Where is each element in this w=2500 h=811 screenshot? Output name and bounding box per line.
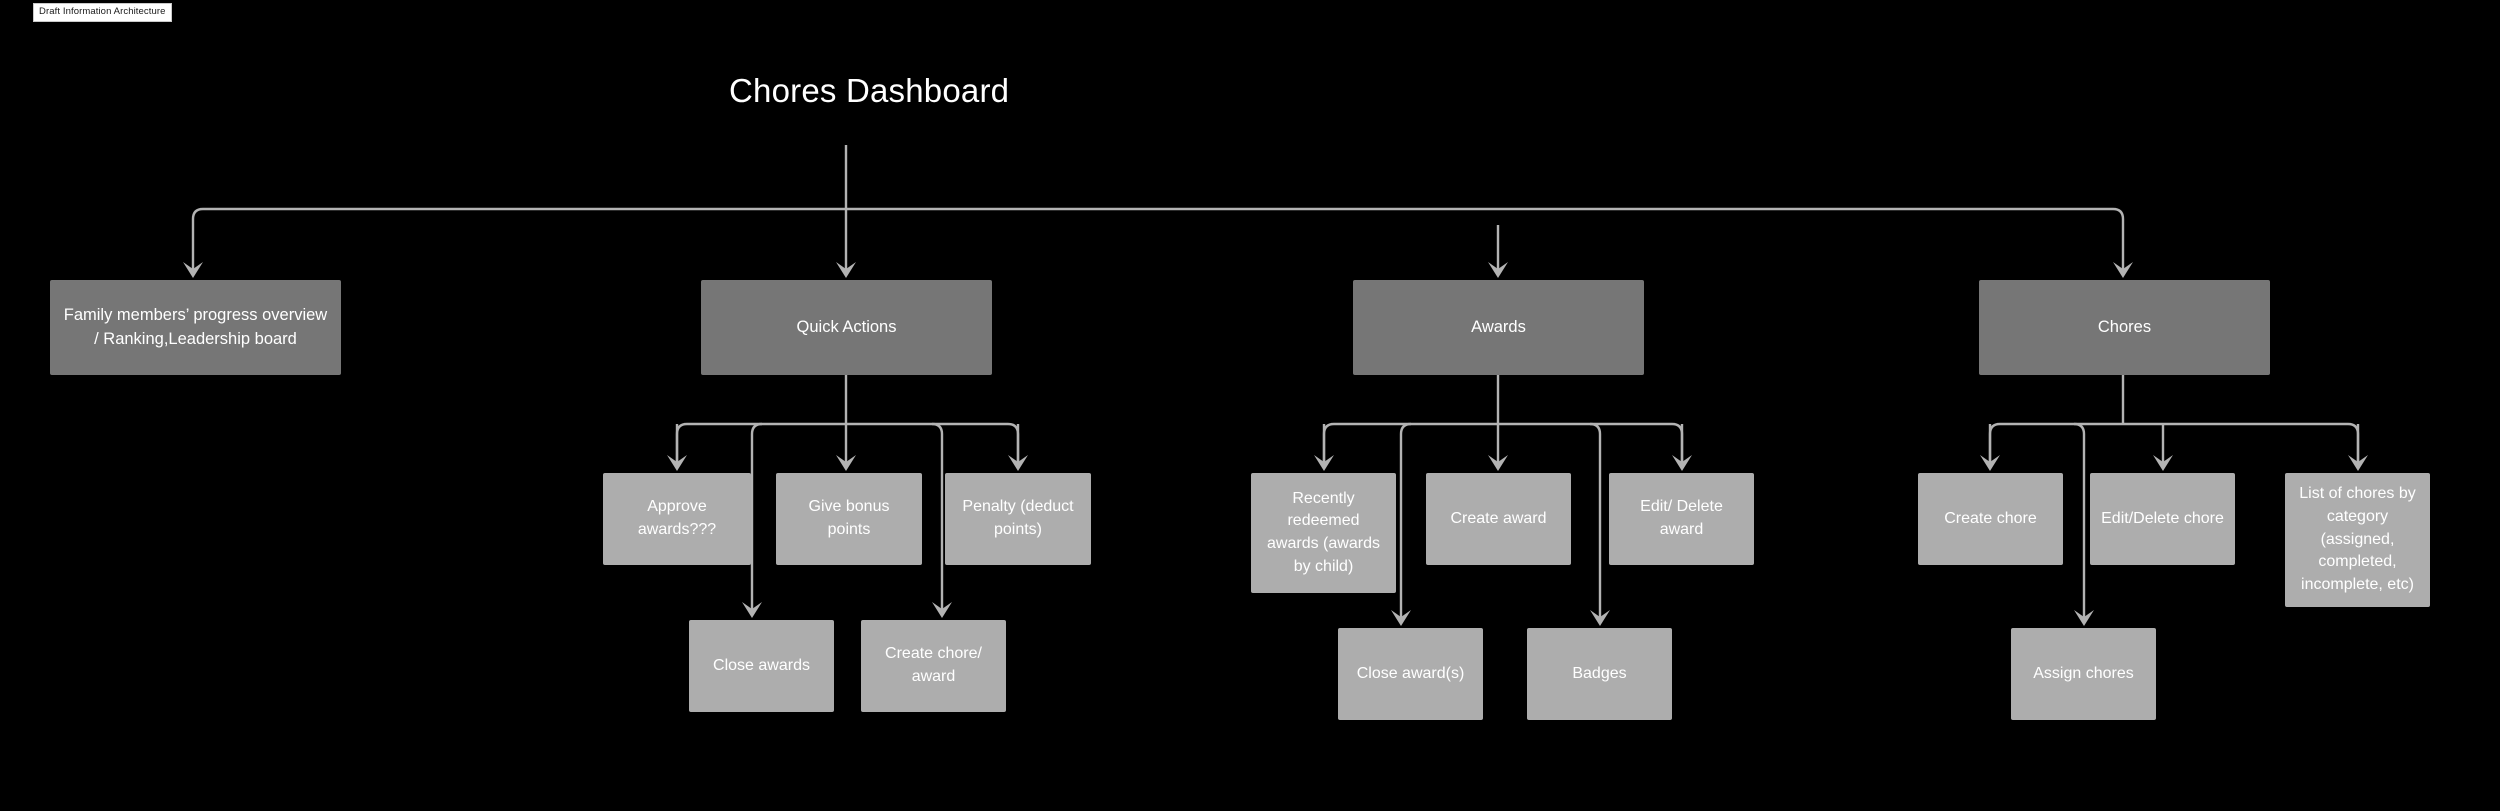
- node-label: Close award(s): [1356, 664, 1465, 682]
- connector-quick-actions-bus: [675, 422, 1020, 465]
- node-create-chore[interactable]: Create chore: [1918, 473, 2063, 565]
- node-label: Create chore: [1944, 509, 2037, 527]
- node-create-award[interactable]: Create award: [1426, 473, 1571, 565]
- node-label: Chores: [2097, 317, 2152, 336]
- connector-ch-branch-assign: [2073, 422, 2086, 620]
- node-assign-chores[interactable]: Assign chores: [2011, 628, 2156, 720]
- node-close-awards[interactable]: Close awards: [689, 620, 834, 712]
- node-close-award-s[interactable]: Close award(s): [1338, 628, 1483, 720]
- node-label: Badges: [1572, 664, 1627, 682]
- node-label: Penalty (deduct points): [962, 498, 1074, 538]
- node-recently-redeemed-awards[interactable]: Recently redeemed awards (awards by chil…: [1251, 473, 1396, 593]
- node-list-of-chores-by-category[interactable]: List of chores by category (assigned, co…: [2285, 473, 2430, 607]
- node-quick-actions[interactable]: Quick Actions: [701, 280, 992, 375]
- node-give-bonus-points[interactable]: Give bonus points: [776, 473, 922, 565]
- node-chores[interactable]: Chores: [1979, 280, 2270, 375]
- connector-qa-branch-close-awards: [750, 422, 763, 612]
- node-label: Give bonus points: [808, 498, 890, 538]
- connector-chores-bus: [1988, 422, 2360, 465]
- node-edit-delete-chore[interactable]: Edit/Delete chore: [2090, 473, 2235, 565]
- node-create-chore-award[interactable]: Create chore/ award: [861, 620, 1006, 712]
- node-label: Edit/Delete chore: [2101, 509, 2224, 527]
- node-family-progress[interactable]: Family members’ progress overview / Rank…: [50, 280, 341, 375]
- node-edit-delete-award[interactable]: Edit/ Delete award: [1609, 473, 1754, 565]
- connector-qa-branch-create-chore-award: [931, 422, 944, 612]
- node-label: Create chore/ award: [885, 645, 982, 685]
- node-label: Awards: [1471, 317, 1526, 336]
- node-approve-awards[interactable]: Approve awards???: [603, 473, 751, 565]
- page-title: Chores Dashboard: [729, 72, 1010, 109]
- node-penalty-deduct-points[interactable]: Penalty (deduct points): [945, 473, 1091, 565]
- connector-awards-bus: [1322, 422, 1684, 465]
- node-label: Create award: [1450, 509, 1547, 527]
- node-label: Family members’ progress overview / Rank…: [63, 306, 328, 348]
- node-label: Approve awards???: [637, 498, 717, 538]
- connector-level1-bus: [191, 207, 2125, 225]
- node-badges[interactable]: Badges: [1527, 628, 1672, 720]
- node-label: Quick Actions: [796, 317, 897, 336]
- node-label: Recently redeemed awards (awards by chil…: [1267, 489, 1380, 575]
- node-label: Assign chores: [2033, 664, 2134, 682]
- node-awards[interactable]: Awards: [1353, 280, 1644, 375]
- node-label: Close awards: [713, 656, 810, 674]
- frame-title-label: Draft Information Architecture: [33, 3, 172, 22]
- node-label: Edit/ Delete award: [1640, 498, 1723, 538]
- connector-aw-branch-badges: [1589, 422, 1602, 620]
- node-label: List of chores by category (assigned, co…: [2299, 485, 2416, 594]
- connector-aw-branch-close-awards: [1399, 422, 1412, 620]
